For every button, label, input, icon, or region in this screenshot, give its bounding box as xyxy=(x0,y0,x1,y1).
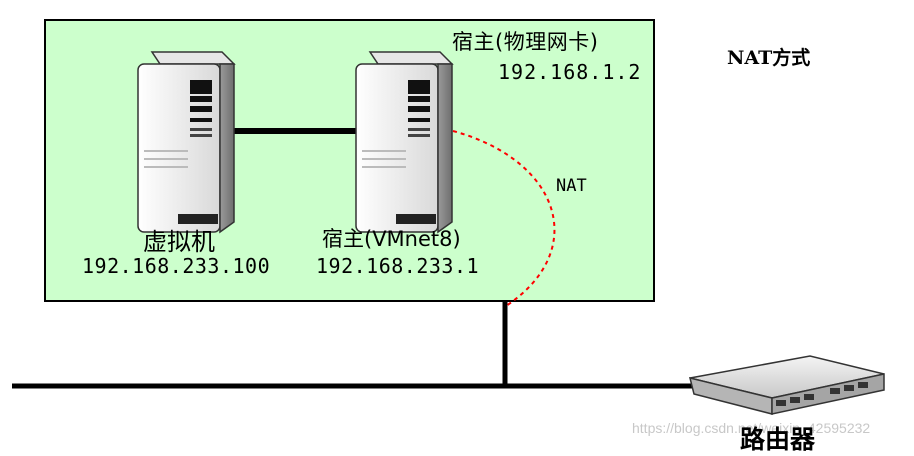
host-physical-nic-title: 宿主(物理网卡) xyxy=(452,30,599,54)
virtual-machine-ip: 192.168.233.100 xyxy=(82,254,271,278)
router-icon xyxy=(688,355,885,415)
host-physical-nic-ip: 192.168.1.2 xyxy=(498,60,642,84)
nat-link xyxy=(452,130,556,307)
router-label: 路由器 xyxy=(740,425,816,454)
host-vmnet8-ip: 192.168.233.1 xyxy=(316,254,480,278)
server-icon xyxy=(137,51,236,234)
diagram-mode-title: NAT方式 xyxy=(727,47,811,69)
watermark-text: https://blog.csdn.net/weixin_42595232 xyxy=(632,420,871,436)
nat-link-label: NAT xyxy=(556,176,587,196)
server-icon xyxy=(355,51,454,234)
virtual-machine-label: 虚拟机 xyxy=(143,228,215,256)
host-vmnet8-label: 宿主(VMnet8) xyxy=(322,227,461,251)
